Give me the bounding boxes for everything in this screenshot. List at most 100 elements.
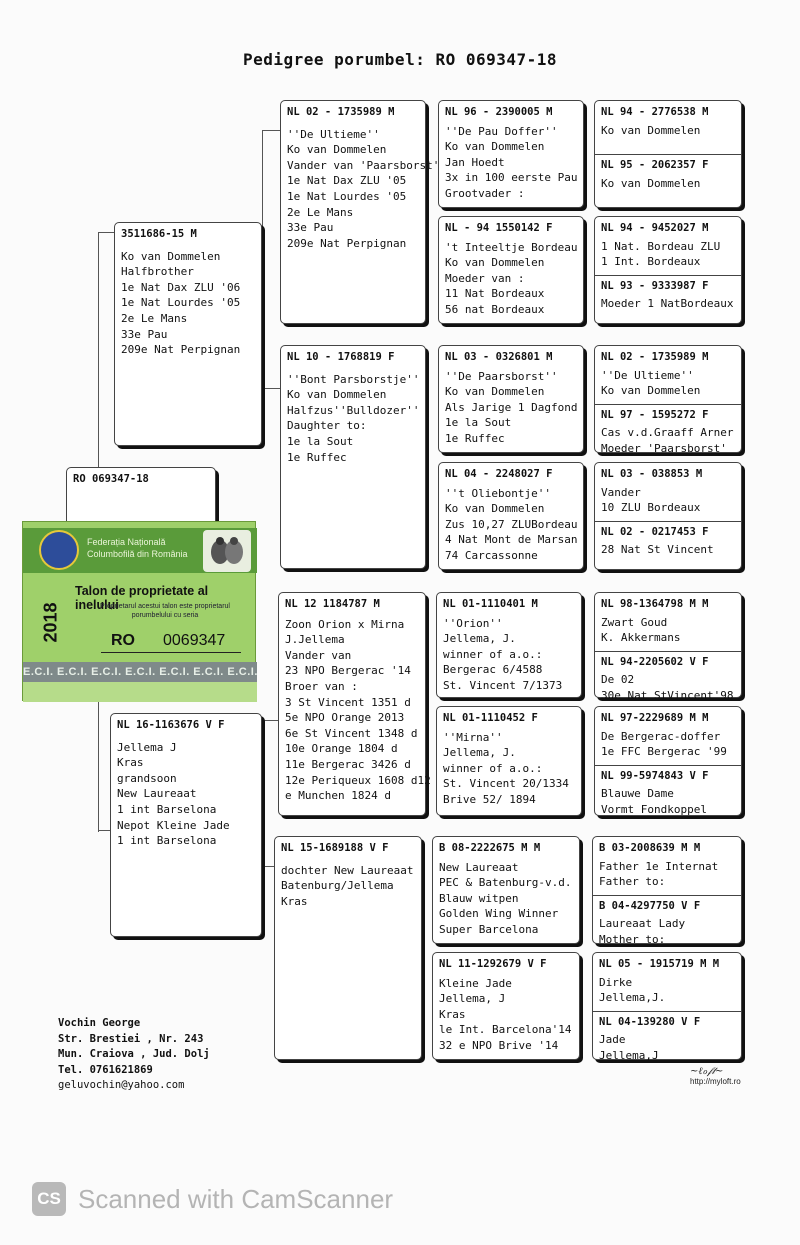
sire-header: 3511686-15 M [121,228,197,240]
great-grandparent-box: NL - 94 1550142 F 't Inteeltje Bordeau K… [438,216,584,324]
grandparent-line: 1e Ruffec [287,450,347,464]
sire-line: 209e Nat Perpignan [121,343,241,357]
great-grandparent-line: winner of a.o.: [443,647,543,661]
grandparent-header: NL 10 - 1768819 F [287,351,395,363]
grandparent-line: Kras [281,894,308,908]
sire-line: 1e Nat Lourdes '05 [121,296,241,310]
grandparent-line: 2e Le Mans [287,205,354,219]
great-grandparent-line: 32 e NPO Brive '14 [439,1038,559,1052]
grandparent-header: NL 12 1184787 M [285,598,380,610]
signature-site: http://myloft.ro [690,1077,741,1086]
grandparent-line: 3 St Vincent 1351 d [285,695,411,709]
grandparent-header: NL 15-1689188 V F [281,842,389,854]
grandparent-line: e Munchen 1824 d [285,789,391,803]
connector-line [98,830,110,831]
great-grandparent-box: NL 96 - 2390005 M ''De Pau Doffer'' Ko v… [438,100,584,208]
g4-header: NL 99-5974843 V F [601,769,709,782]
great-grandparent-line: Als Jarige 1 Dagfond [445,400,578,414]
connector-line [262,130,280,131]
great-grandparent-line: ''Orion'' [443,616,503,630]
g4-header: B 04-4297750 V F [599,899,701,912]
grandparent-line: Vander van [285,648,352,662]
g4-line: Dirke [599,975,633,989]
dam-box: NL 16-1163676 V F Jellema J Kras grandso… [110,713,262,937]
owner-email: geluvochin@yahoo.com [58,1079,185,1091]
connector-line [262,720,263,866]
sire-line: 2e Le Mans [121,311,188,325]
subject-box: RO 069347-18 [66,467,216,527]
grandparent-line: 12e Periqueux 1608 d12 [285,773,431,787]
great-grandparent-box: NL 03 - 0326801 M ''De Paarsborst'' Ko v… [438,345,584,453]
grandparent-line: ''De Ultieme'' [287,127,380,141]
g4-divider [595,650,741,652]
great-grandparent-line: Golden Wing Winner [439,907,559,921]
great-grandparent-line: ''De Pau Doffer'' [445,124,558,138]
card-ro-prefix: RO [111,632,135,649]
camscanner-watermark: CS Scanned with CamScanner [32,1181,393,1217]
connector-line [262,720,278,721]
grandparent-line: Vander van 'Paarsborst' [287,158,440,172]
sire-line: Ko van Dommelen [121,249,221,263]
grandparent-line: 1e Nat Lourdes '05 [287,189,407,203]
g4-divider [595,764,741,766]
great-grandparent-line: 1e la Sout [445,416,512,430]
great-grandparent-line: Brive 52/ 1894 [443,792,536,806]
g4-line: Laureaat Lady [599,917,686,931]
g4-pair-box: B 03-2008639 M M Father 1e Internat Fath… [592,836,742,946]
g4-line: Moeder 1 NatBordeaux [601,297,734,311]
card-heading: Talon de proprietate al inelului [75,584,209,612]
great-grandparent-box: NL 11-1292679 V F Kleine Jade Jellema, J… [432,952,580,1060]
great-grandparent-line: 4 Nat Mont de Marsan [445,533,578,547]
grandparent-line: 1e la Sout [287,434,354,448]
grandparent-header: NL 02 - 1735989 M [287,106,395,118]
great-grandparent-line: Jellema, J [439,992,506,1006]
great-grandparent-line: Ko van Dommelen [445,385,545,399]
g4-divider [593,1010,741,1012]
g4-divider [595,274,741,276]
great-grandparent-line: ''De Paarsborst'' [445,369,558,383]
g4-header: NL 93 - 9333987 F [601,279,709,292]
owner-city: Mun. Craiova , Jud. Dolj [58,1048,210,1060]
grandparent-line: Batenburg/Jellema [281,879,394,893]
grandparent-line: dochter New Laureaat [281,863,414,877]
g4-header: NL 95 - 2062357 F [601,159,709,172]
g4-pair-box: NL 97-2229689 M M De Bergerac-doffer 1e … [594,706,742,816]
g4-line: Father 1e Internat [599,859,719,873]
great-grandparent-line: ''t Oliebontje'' [445,486,551,500]
grandparent-box: NL 12 1184787 M Zoon Orion x Mirna J.Jel… [278,592,431,816]
g4-header: NL 02 - 0217453 F [601,525,709,538]
great-grandparent-box: B 08-2222675 M M New Laureaat PEC & Bate… [432,836,580,944]
sire-line: 33e Pau [121,327,168,341]
great-grandparent-header: NL 03 - 0326801 M [445,351,553,363]
grandparent-line: J.Jellema [285,633,345,647]
grandparent-box: NL 10 - 1768819 F ''Bont Parsborstje'' K… [280,345,426,569]
dam-line: Jellema J [117,740,177,754]
grandparent-line: 209e Nat Perpignan [287,236,407,250]
g4-header: NL 97-2229689 M M [601,712,709,724]
great-grandparent-line: Zus 10,27 ZLUBordeau [445,517,578,531]
g4-line: 1e FFC Bergerac '99 [601,745,727,759]
grandparent-line: 1e Nat Dax ZLU '05 [287,174,407,188]
great-grandparent-line: Grootvader : [445,186,525,200]
great-grandparent-line: ''Mirna'' [443,730,503,744]
dam-line: 1 int Barselona [117,834,217,848]
great-grandparent-line: 56 nat Bordeaux [445,302,545,316]
great-grandparent-line: Super Barcelona [439,922,539,936]
g4-line: 1 Int. Bordeaux [601,255,701,269]
g4-line: 30e Nat StVincent'98 [601,688,734,702]
dam-line: Nepot Kleine Jade [117,818,230,832]
great-grandparent-line: Moeder van : [445,271,525,285]
great-grandparent-header: NL 01-1110401 M [443,598,538,610]
great-grandparent-line: St. Vincent 20/1334 [443,777,569,791]
grandparent-line: 5e NPO Orange 2013 [285,711,405,725]
great-grandparent-line: 11 Nat Bordeaux [445,287,545,301]
great-grandparent-line: le Int. Barcelona'14 [439,1023,572,1037]
great-grandparent-line: St. Vincent 7/1373 [443,678,563,692]
dam-line: grandsoon [117,771,177,785]
g4-pair-box: NL 05 - 1915719 M M Dirke Jellema,J. NL … [592,952,742,1062]
g4-header: NL 97 - 1595272 F [601,408,709,421]
great-grandparent-line: Blauw witpen [439,891,519,905]
g4-line: Blauwe Dame [601,787,674,801]
great-grandparent-line: 1e Ruffec [445,431,505,445]
g4-header: NL 94 - 2776538 M [601,106,709,118]
